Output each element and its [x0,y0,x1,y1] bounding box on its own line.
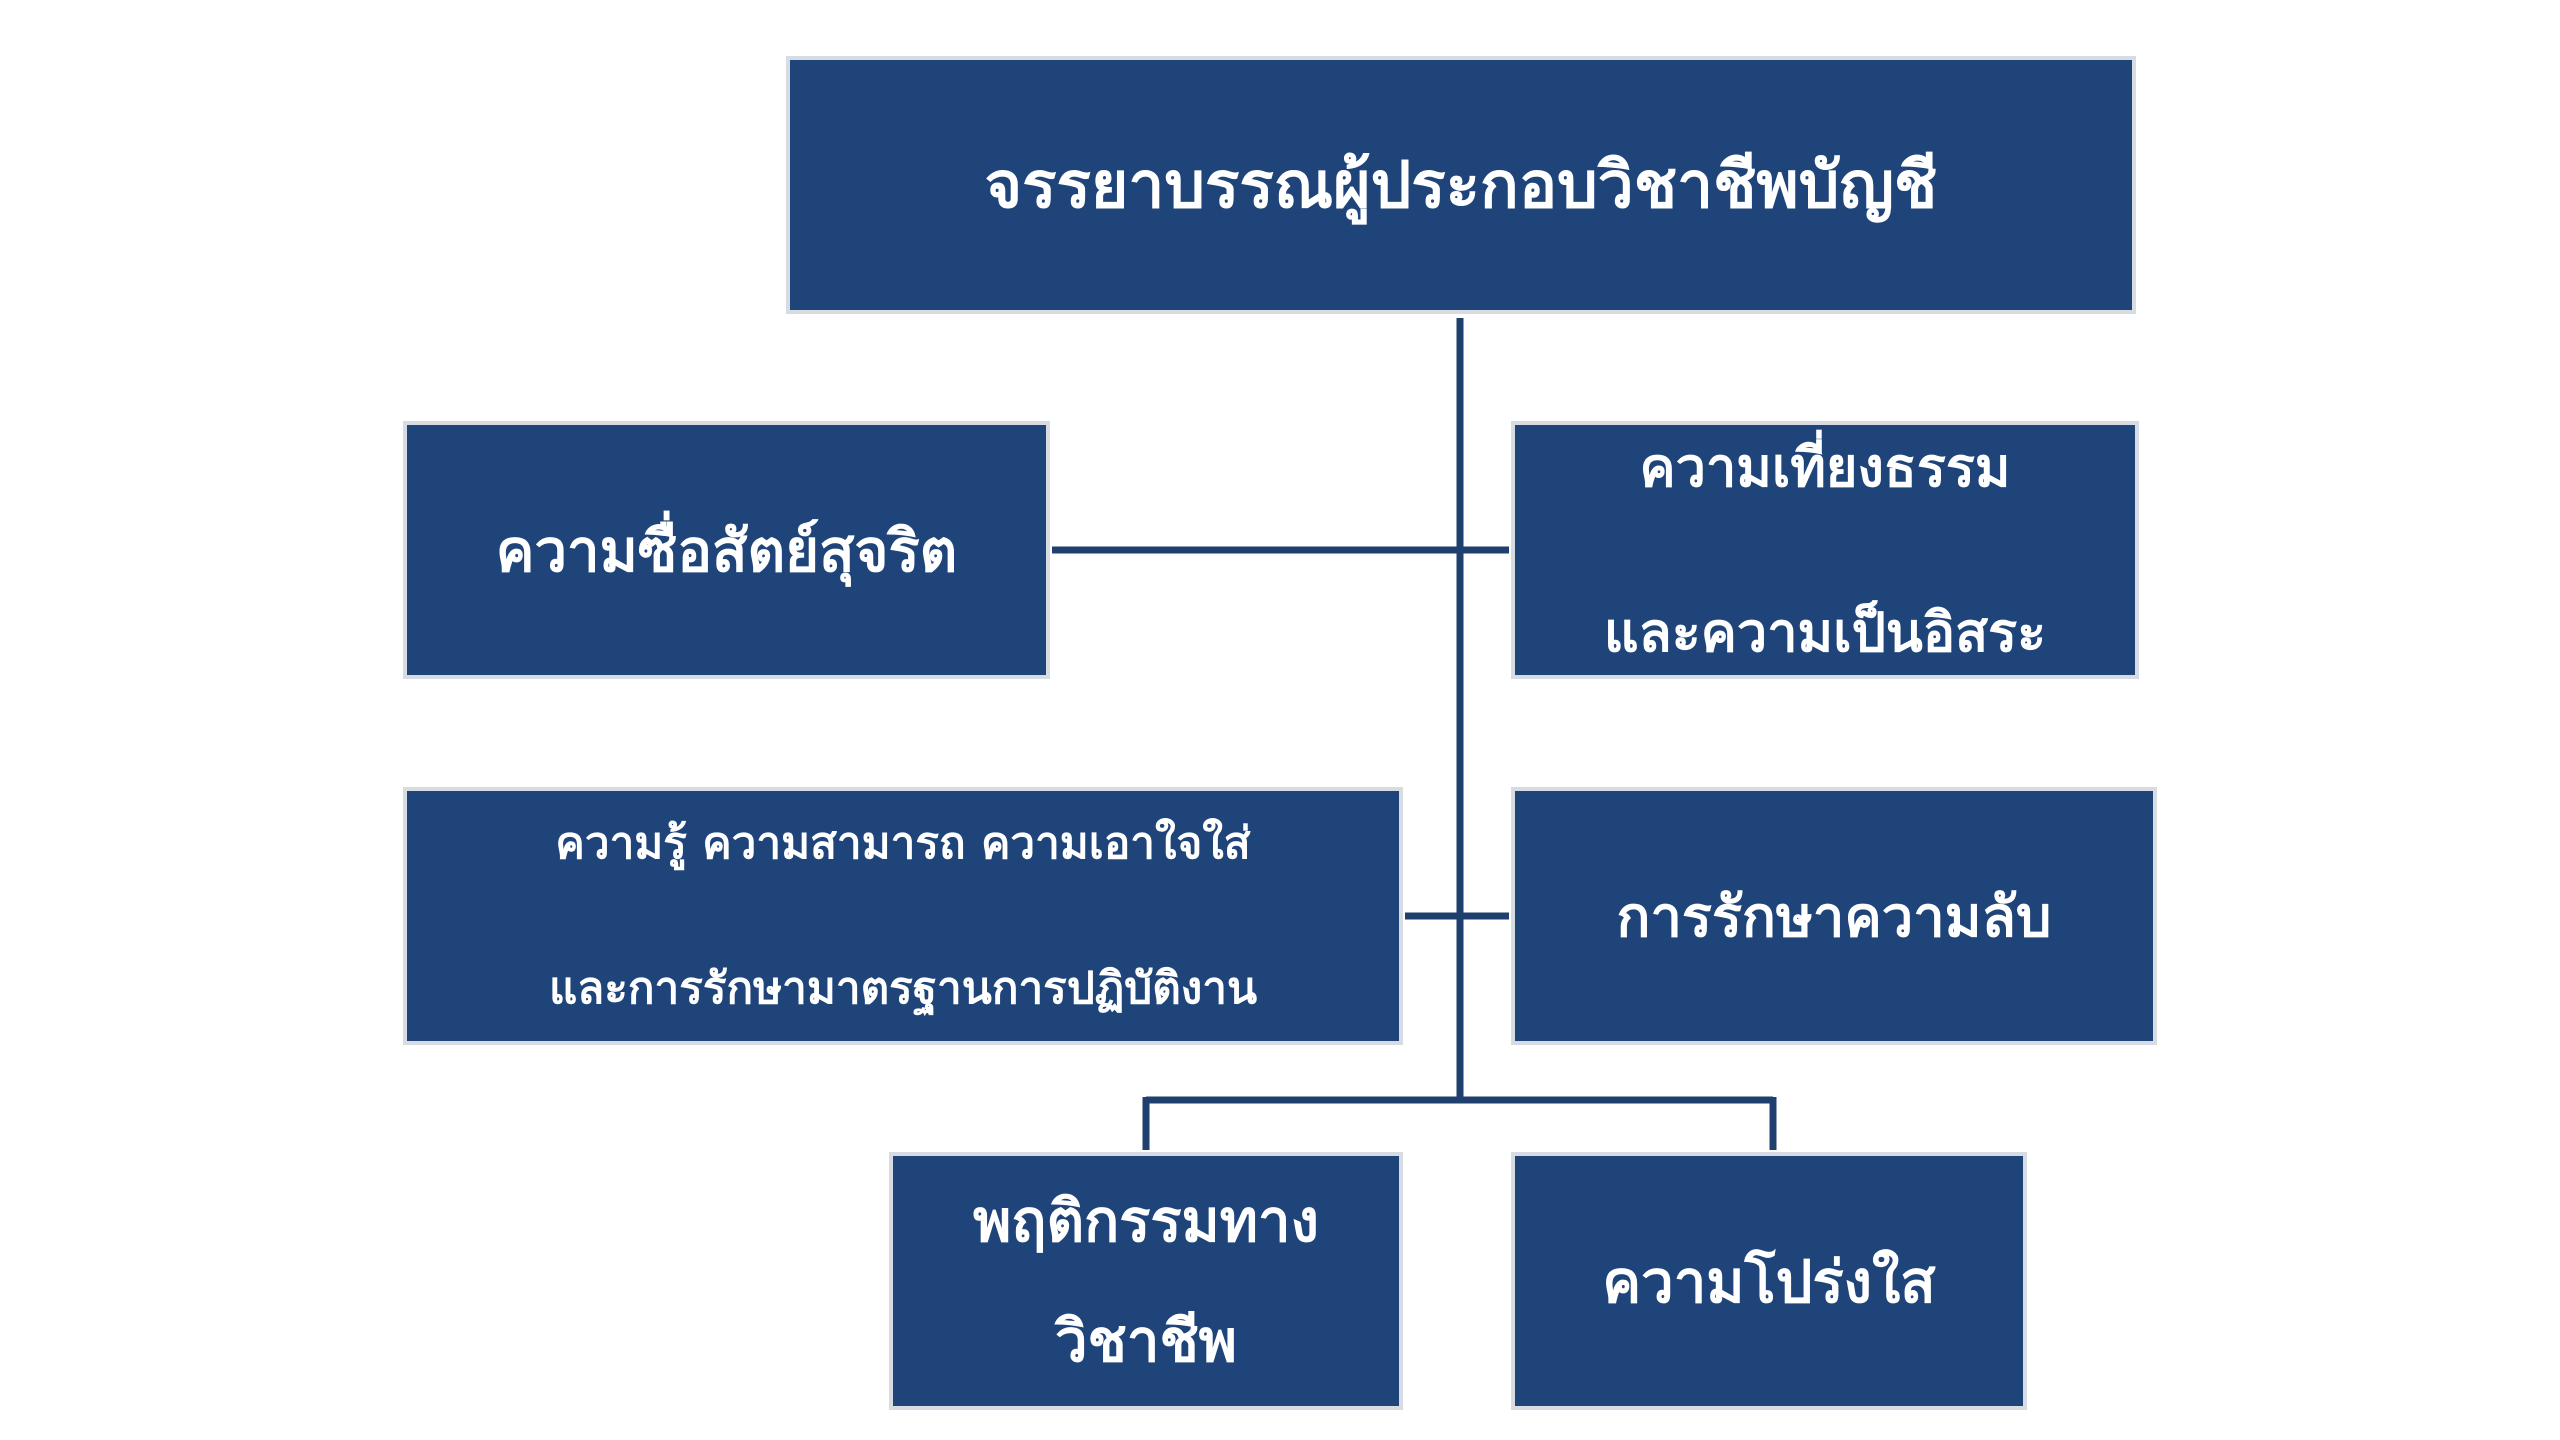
node-confidentiality-label: การรักษาความลับ [1616,884,2052,950]
node-professional-behavior: พฤติกรรมทาง วิชาชีพ [889,1152,1403,1410]
node-behavior-label-line1: พฤติกรรมทาง [973,1187,1319,1255]
node-objectivity-label-line2: และความเป็นอิสระ [1603,601,2047,664]
node-integrity-label: ความซื่อสัตย์สุจริต [495,516,958,585]
root-node-accounting-ethics: จรรยาบรรณผู้ประกอบวิชาชีพบัญชี [786,56,2136,314]
node-objectivity-label-line1: ความเที่ยงธรรม [1639,436,2011,499]
node-objectivity-independence: ความเที่ยงธรรม และความเป็นอิสระ [1511,421,2139,679]
node-competence-label-line1: ความรู้ ความสามารถ ความเอาใจใส่ [555,818,1251,869]
node-confidentiality: การรักษาความลับ [1511,787,2157,1045]
node-competence-due-care: ความรู้ ความสามารถ ความเอาใจใส่ และการรั… [403,787,1403,1045]
node-integrity: ความซื่อสัตย์สุจริต [403,421,1050,679]
node-behavior-label-line2: วิชาชีพ [1054,1307,1238,1375]
node-transparency-label: ความโปร่งใส [1602,1247,1936,1316]
root-node-label: จรรยาบรรณผู้ประกอบวิชาชีพบัญชี [984,149,1938,223]
node-competence-label-line2: และการรักษามาตรฐานการปฏิบัติงาน [548,963,1258,1014]
node-transparency: ความโปร่งใส [1511,1152,2027,1410]
